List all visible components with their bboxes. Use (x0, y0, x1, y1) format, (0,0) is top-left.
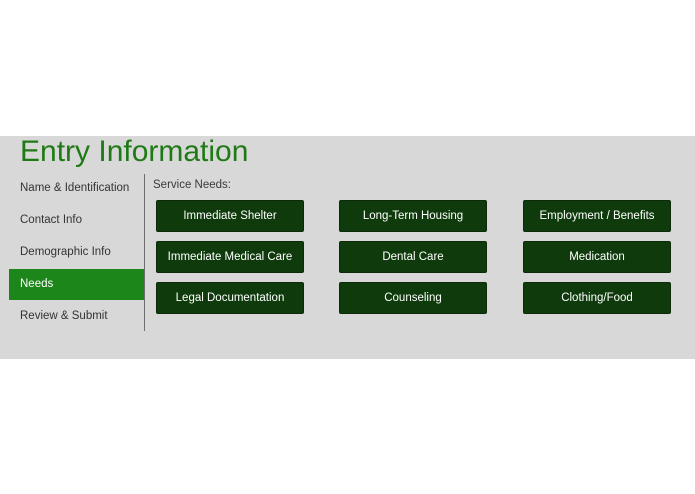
medication-button[interactable]: Medication (523, 241, 671, 273)
sidebar-divider (144, 174, 145, 331)
page-title: Entry Information (20, 135, 249, 168)
sidebar-nav: Name & Identification Contact Info Demog… (9, 173, 144, 331)
sidebar-item-name-identification[interactable]: Name & Identification (20, 182, 130, 194)
immediate-shelter-button[interactable]: Immediate Shelter (156, 200, 304, 232)
immediate-medical-care-button[interactable]: Immediate Medical Care (156, 241, 304, 273)
counseling-button[interactable]: Counseling (339, 282, 487, 314)
employment-benefits-button[interactable]: Employment / Benefits (523, 200, 671, 232)
clothing-food-button[interactable]: Clothing/Food (523, 282, 671, 314)
entry-panel: Entry Information Name & Identification … (0, 136, 695, 359)
sidebar-item-review-submit[interactable]: Review & Submit (20, 310, 108, 322)
sidebar-item-needs[interactable]: Needs (9, 269, 144, 300)
long-term-housing-button[interactable]: Long-Term Housing (339, 200, 487, 232)
service-needs-label: Service Needs: (153, 179, 231, 191)
sidebar-item-contact-info[interactable]: Contact Info (20, 214, 83, 226)
legal-documentation-button[interactable]: Legal Documentation (156, 282, 304, 314)
dental-care-button[interactable]: Dental Care (339, 241, 487, 273)
sidebar-item-demographic-info[interactable]: Demographic Info (20, 246, 111, 258)
